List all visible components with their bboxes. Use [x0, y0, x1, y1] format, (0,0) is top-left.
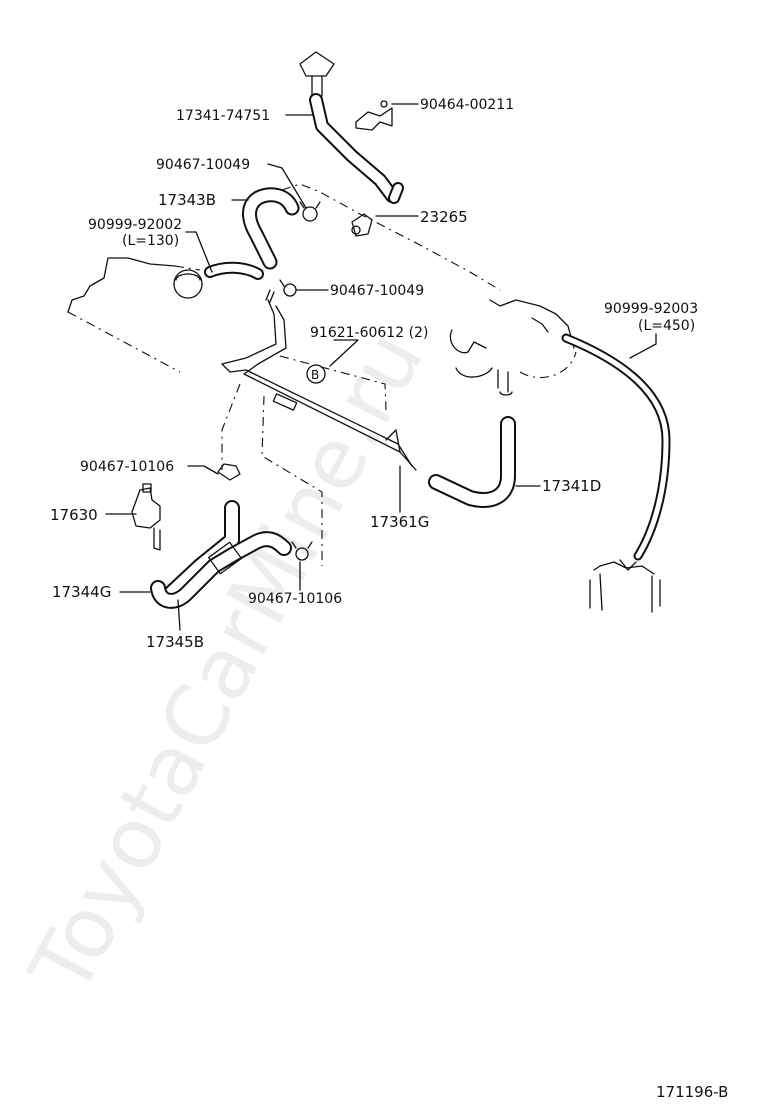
watermark: ToyotaCarMine.ru [11, 315, 443, 1010]
label-23265: 23265 [420, 208, 468, 226]
label-90467-10106-right: 90467-10106 [248, 591, 342, 607]
clamp-90467-10049-lower [279, 279, 297, 297]
air-cleaner-port [173, 269, 203, 299]
tank-fitting [589, 559, 661, 613]
callout-b: B [306, 364, 326, 384]
label-90999-92002: 90999-92002 [88, 217, 182, 233]
label-l-450: (L=450) [638, 318, 695, 334]
label-91621-60612: 91621-60612 (2) [310, 325, 428, 341]
label-17361G: 17361G [370, 513, 429, 531]
label-90464-00211: 90464-00211 [420, 97, 514, 113]
label-90467-10049-lower: 90467-10049 [330, 283, 424, 299]
label-17341-74751: 17341-74751 [176, 108, 270, 124]
label-17630: 17630 [50, 506, 98, 524]
clamp-90467-10106-right [291, 541, 313, 561]
hose-17341-74751 [309, 93, 404, 204]
label-17345B: 17345B [146, 633, 204, 651]
label-17343B: 17343B [158, 191, 216, 209]
hose-90999-92002 [204, 261, 264, 280]
pipe-17361G [221, 289, 417, 566]
clip-90464-00211 [355, 100, 393, 131]
callout-b-symbol: B [311, 368, 319, 382]
clamp-90467-10049-upper [299, 201, 321, 222]
label-90467-10106-left: 90467-10106 [80, 459, 174, 475]
label-17344G: 17344G [52, 583, 111, 601]
vsv-17630 [131, 483, 161, 551]
label-l-130: (L=130) [122, 233, 179, 249]
clamp-90467-10106-left [217, 463, 241, 481]
valve-23265 [351, 213, 373, 237]
hose-17345B [150, 531, 292, 609]
hose-17341D [428, 416, 516, 508]
label-17341D: 17341D [542, 477, 601, 495]
engine-outline [67, 183, 501, 411]
label-90467-10049-upper: 90467-10049 [156, 157, 250, 173]
hose-17344G [162, 500, 240, 602]
figure-code: 171196-B [656, 1083, 728, 1101]
hose-17343B [242, 187, 300, 270]
part-labels: 17341-74751 90464-00211 90467-10049 1734… [50, 97, 698, 651]
label-90999-92003: 90999-92003 [604, 301, 698, 317]
hose-90999-92003 [561, 333, 671, 561]
hose-cap-top [299, 51, 335, 97]
leader-lines [105, 103, 657, 631]
canister [449, 299, 577, 396]
